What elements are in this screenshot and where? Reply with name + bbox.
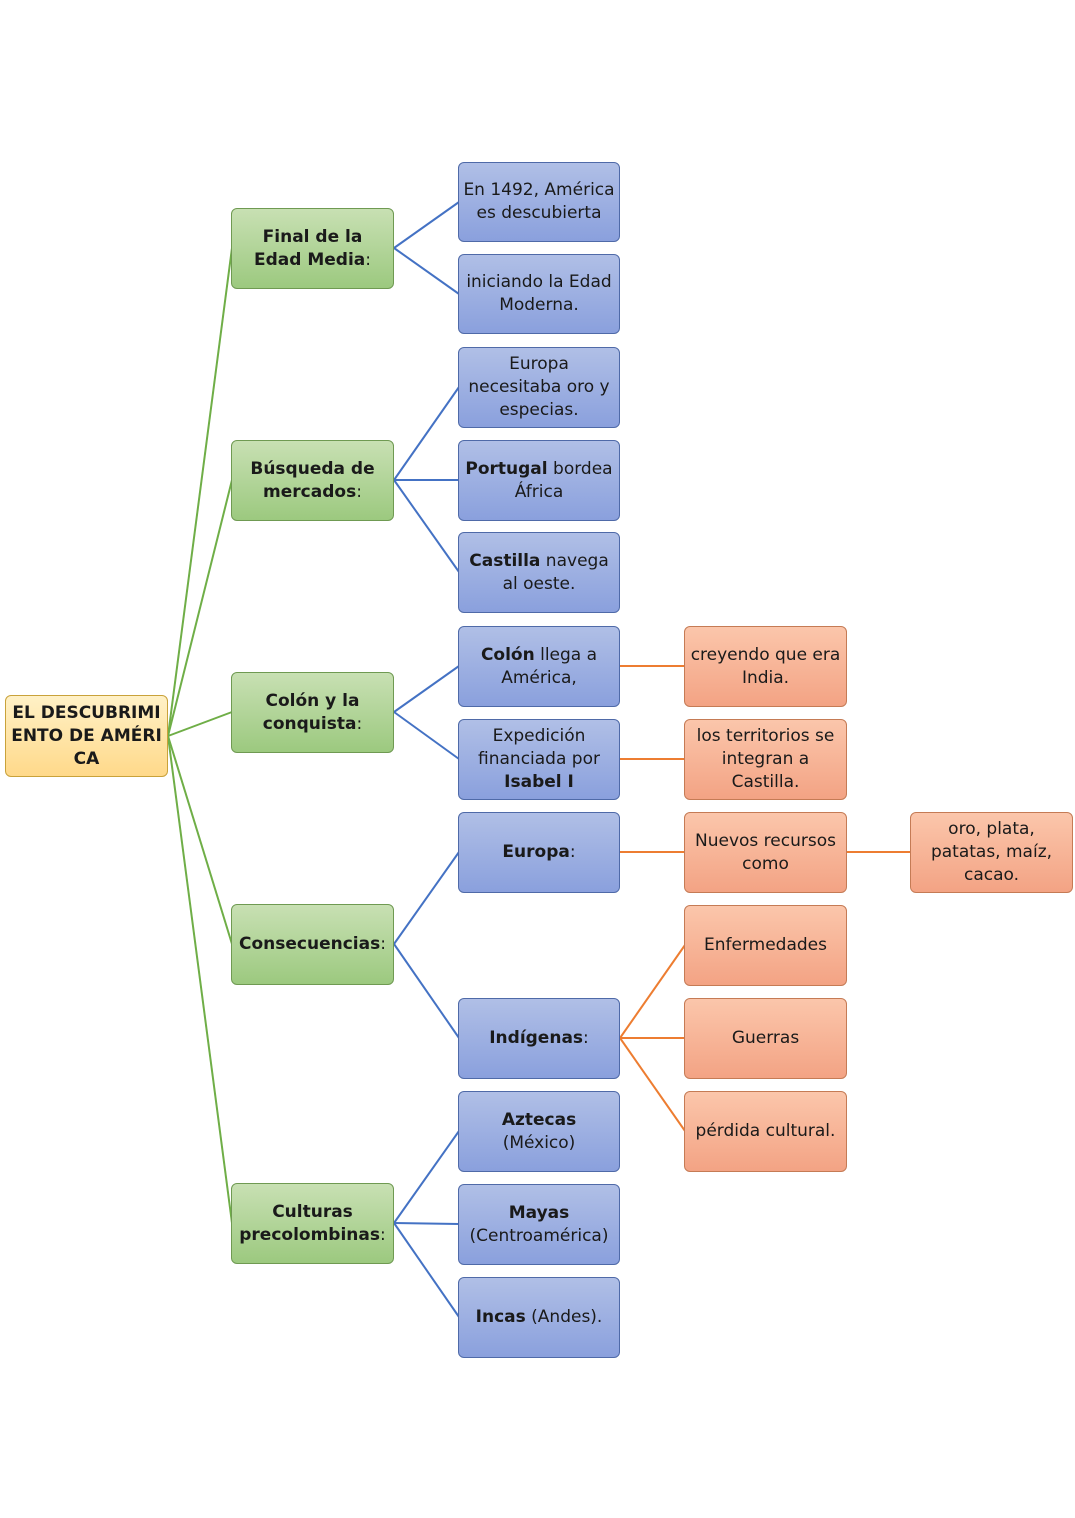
branch-colon-conquista: Colón y la conquista:: [231, 672, 394, 753]
node-edad-moderna: iniciando la Edad Moderna.: [458, 254, 620, 334]
connector-root-branch-0: [167, 247, 233, 737]
node-expedicion: Expedición financiada por Isabel I: [458, 719, 620, 800]
connector-branch-child-5: [393, 665, 460, 713]
node-europa: Europa:: [458, 812, 620, 893]
node-europa-oro: Europa necesitaba oro y especias.: [458, 347, 620, 428]
branch-suffix: :: [380, 934, 386, 954]
connector-branch-child-6: [393, 711, 460, 760]
connector-child-next-3: [619, 944, 686, 1039]
branch-label: Consecuencias: [239, 934, 381, 954]
node-perdida-cultural: pérdida cultural.: [684, 1091, 847, 1172]
connector-branch-child-7: [393, 851, 460, 945]
node-guerras: Guerras: [684, 998, 847, 1079]
connector-branch-child-9: [393, 1130, 460, 1224]
node-creyendo-india: creyendo que era India.: [684, 626, 847, 707]
branch-label: Búsqueda de mercados: [250, 458, 375, 502]
connector-branch-child-2: [393, 386, 460, 481]
connector-branch-child-1: [393, 247, 460, 295]
node-oro-plata: oro, plata, patatas, maíz, cacao.: [910, 812, 1073, 893]
branch-label: Culturas precolombinas: [239, 1201, 380, 1245]
connector-root-branch-3: [167, 735, 233, 945]
node-enfermedades: Enfermedades: [684, 905, 847, 986]
node-aztecas: Aztecas (México): [458, 1091, 620, 1172]
node-colon-llega: Colón llega a América,: [458, 626, 620, 707]
branch-label: Final de la Edad Media: [254, 226, 366, 270]
connector-branch-child-8: [393, 943, 460, 1039]
branch-label: Colón y la conquista: [262, 690, 360, 734]
connector-root-branch-2: [167, 711, 233, 737]
node-nuevos-recursos: Nuevos recursos como: [684, 812, 847, 893]
connector-branch-child-10: [393, 1222, 460, 1225]
branch-consecuencias: Consecuencias:: [231, 904, 394, 985]
branch-final-edad-media: Final de la Edad Media:: [231, 208, 394, 289]
node-incas: Incas (Andes).: [458, 1277, 620, 1358]
branch-suffix: :: [380, 1224, 386, 1245]
connector-child-next-5: [619, 1037, 686, 1132]
branch-culturas-precolombinas: Culturas precolombinas:: [231, 1183, 394, 1264]
node-castilla: Castilla navega al oeste.: [458, 532, 620, 613]
node-mayas: Mayas (Centroamérica): [458, 1184, 620, 1265]
node-territorios-castilla: los territorios se integran a Castilla.: [684, 719, 847, 800]
connector-branch-child-0: [393, 201, 460, 249]
branch-suffix: :: [356, 713, 363, 734]
connector-branch-child-11: [393, 1222, 460, 1318]
root-node: EL DESCUBRIMIENTO DE AMÉRICA: [5, 695, 168, 777]
root-label: EL DESCUBRIMIENTO DE AMÉRICA: [11, 702, 162, 769]
node-1492: En 1492, América es descubierta: [458, 162, 620, 242]
node-portugal: Portugal bordea África: [458, 440, 620, 521]
connector-branch-child-4: [393, 479, 460, 573]
connector-root-branch-1: [167, 479, 233, 737]
connector-root-branch-4: [167, 735, 233, 1224]
branch-suffix: :: [365, 249, 371, 270]
branch-busqueda-mercados: Búsqueda de mercados:: [231, 440, 394, 521]
node-indigenas: Indígenas:: [458, 998, 620, 1079]
branch-suffix: :: [356, 481, 362, 502]
